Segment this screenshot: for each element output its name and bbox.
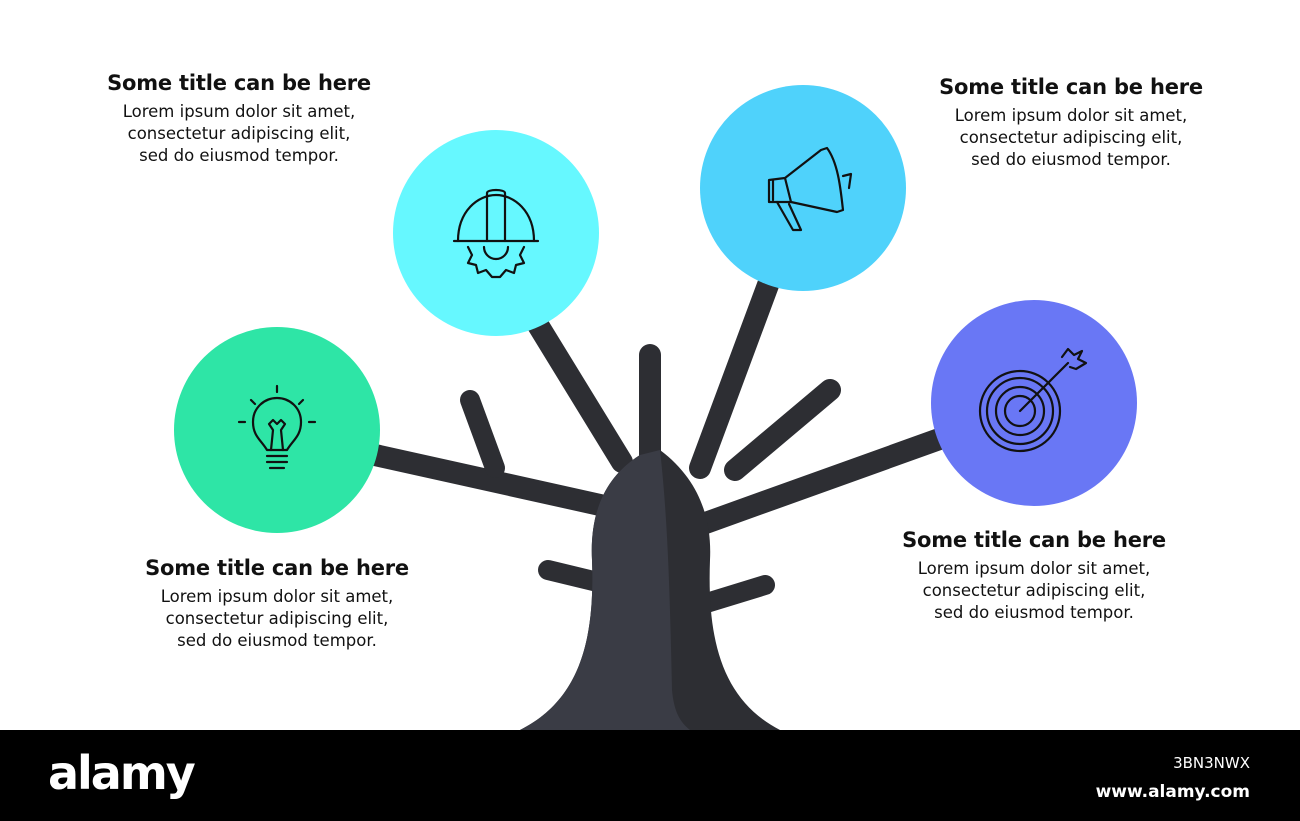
twig-left [460,390,505,478]
circle-hard-hat [393,130,599,336]
branch-left-high [527,314,633,473]
tree-branches [364,274,956,615]
item-title: Some title can be here [145,556,409,580]
text-block-bottom-left: Some title can be here Lorem ipsum dolor… [112,555,442,652]
tree-trunk-shade [520,450,690,730]
branch-right-high [689,274,779,479]
text-block-bottom-right: Some title can be here Lorem ipsum dolor… [869,527,1199,624]
hard-hat-gear-icon [452,188,540,279]
megaphone-icon [767,146,853,232]
item-body: Lorem ipsum dolor sit amet, consectetur … [160,587,394,650]
item-title: Some title can be here [107,71,371,95]
item-title: Some title can be here [939,75,1203,99]
watermark-footer: alamy 3BN3NWX www.alamy.com [0,730,1300,821]
circle-target [931,300,1137,506]
branch-left-low [364,444,611,516]
lightbulb-icon [237,384,317,470]
text-block-top-left: Some title can be here Lorem ipsum dolor… [74,70,404,167]
twig-right [724,379,841,481]
tree-diagram [174,85,1137,730]
item-title: Some title can be here [902,528,1166,552]
item-body: Lorem ipsum dolor sit amet, consectetur … [122,102,356,165]
target-arrow-icon [978,347,1088,453]
root-right [690,575,775,615]
site-url: www.alamy.com [1095,782,1250,802]
tree-infographic: Some title can be here Lorem ipsum dolor… [74,70,1236,730]
circle-lightbulb [174,327,380,533]
image-id: 3BN3NWX [1173,754,1250,772]
item-body: Lorem ipsum dolor sit amet, consectetur … [917,559,1151,622]
brand-logo: alamy [48,746,196,800]
text-block-top-right: Some title can be here Lorem ipsum dolor… [906,74,1236,171]
item-body: Lorem ipsum dolor sit amet, consectetur … [954,106,1188,169]
circle-megaphone [700,85,906,291]
branch-right-low [689,426,956,536]
